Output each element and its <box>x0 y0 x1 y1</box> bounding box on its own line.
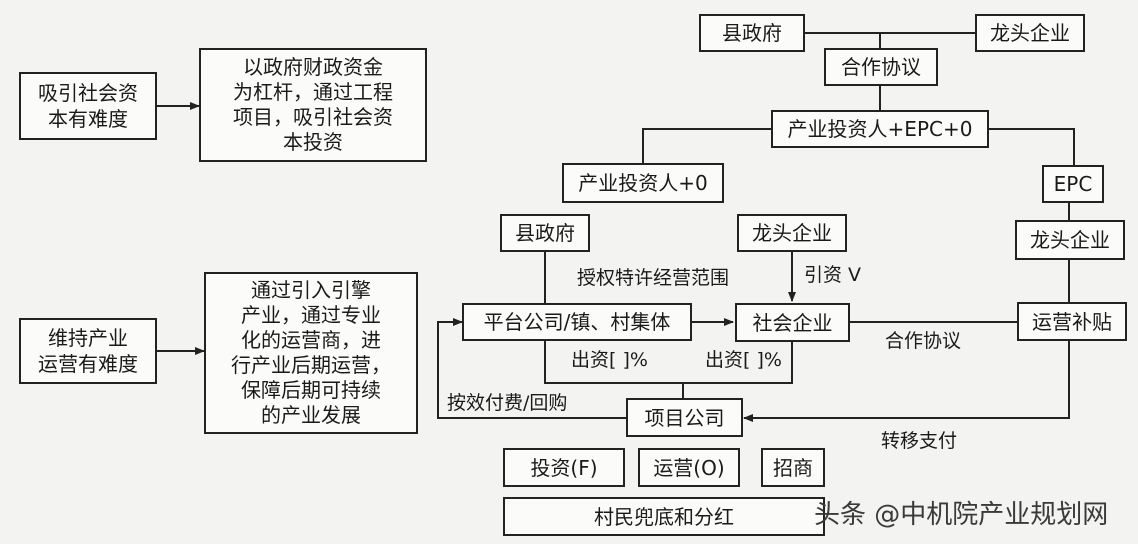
arrow-pay-loop <box>437 318 626 419</box>
box-villager-dividend: 村民兜底和分红 <box>503 497 825 536</box>
arrow-transfer-loop <box>743 341 1070 422</box>
line-investor-to-epc <box>989 128 1075 165</box>
box-leading-enterprise-right: 龙头企业 <box>1015 220 1125 260</box>
line-fund-bracket <box>544 341 793 384</box>
box-recruit: 招商 <box>761 448 825 487</box>
label-transfer-payment: 转移支付 <box>881 430 958 452</box>
box-project-company: 项目公司 <box>626 398 743 437</box>
label-funding-2: 出资[ ]% <box>705 349 782 371</box>
box-county-gov-top: 县政府 <box>699 14 805 52</box>
box-attract-solution: 以政府财政资金 为杠杆，通过工程 项目，吸引社会资 本投资 <box>199 48 427 162</box>
box-epc: EPC <box>1042 165 1104 203</box>
box-leading-enterprise-top: 龙头企业 <box>975 14 1085 52</box>
label-authorize-franchise: 授权特许经营范围 <box>577 267 730 289</box>
watermark: 头条 @中机院产业规划网 <box>814 500 1109 530</box>
box-investment-f: 投资(F) <box>503 448 625 487</box>
box-attract-difficulty: 吸引社会资 本有难度 <box>19 72 157 140</box>
label-cooperation-agreement: 合作协议 <box>885 330 962 352</box>
box-county-gov-mid: 县政府 <box>500 214 590 252</box>
box-platform-company: 平台公司/镇、村集体 <box>462 303 692 341</box>
box-operation-o: 运营(O) <box>638 448 740 487</box>
box-social-enterprise: 社会企业 <box>735 303 850 342</box>
box-investor-o: 产业投资人+0 <box>562 163 724 203</box>
line-investor-to-investor0 <box>642 128 771 163</box>
box-operation-subsidy: 运营补贴 <box>1017 302 1127 341</box>
label-attract-v: 引资 V <box>804 264 862 286</box>
label-funding-1: 出资[ ]% <box>571 349 648 371</box>
label-pay-by-performance: 按效付费/回购 <box>447 392 568 414</box>
box-cooperation-agreement: 合作协议 <box>824 48 938 86</box>
box-investor-epc-o: 产业投资人+EPC+0 <box>771 110 989 148</box>
box-maintain-difficulty: 维持产业 运营有难度 <box>19 318 157 384</box>
box-maintain-solution: 通过引入引擎 产业，通过专业 化的运营商，进 行产业后期运营， 保障后期可持续 … <box>204 272 418 434</box>
box-leading-enterprise-mid: 龙头企业 <box>737 214 847 252</box>
